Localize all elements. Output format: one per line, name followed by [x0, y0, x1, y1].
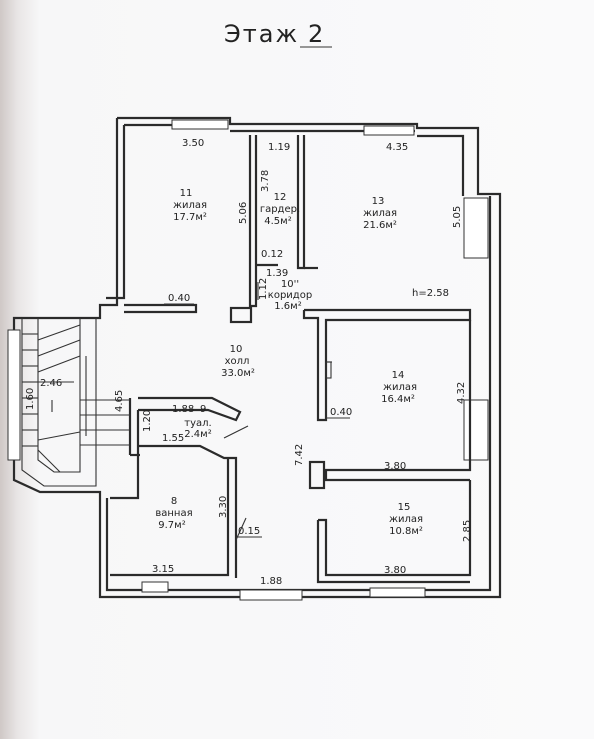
room-number: 14	[392, 370, 405, 381]
room-area: 10.8м²	[389, 526, 423, 537]
dim-label: 1.60	[25, 388, 36, 410]
room-area: 4.5м²	[264, 216, 291, 227]
dim-label: 2.85	[462, 520, 473, 542]
interior-walls	[110, 135, 472, 584]
dim-label: 3.30	[218, 496, 229, 518]
room-number: 10''	[281, 279, 299, 290]
dim-label: 0.15	[238, 526, 260, 537]
room-name: жилая	[383, 382, 417, 393]
dim-label: 3.15	[152, 564, 174, 575]
room-name: жилая	[363, 208, 397, 219]
room-area: 2.4м²	[184, 429, 211, 440]
dim-label: 1.20	[142, 410, 153, 432]
room-name: холл	[225, 356, 250, 367]
dim-label: 3.50	[182, 138, 204, 149]
room-number: 10	[230, 344, 243, 355]
room-area: 33.0м²	[221, 368, 255, 379]
dim-label: 4.32	[456, 382, 467, 404]
windows	[7, 119, 489, 601]
room-name: туал.	[184, 418, 211, 429]
room-area: 9.7м²	[158, 520, 185, 531]
dim-label: 1.19	[268, 142, 290, 153]
dim-label: 2.46	[40, 378, 62, 389]
dim-label: 3.80	[384, 461, 406, 472]
dim-label: h=2.58	[412, 288, 449, 299]
dim-label: 1.88	[260, 576, 282, 587]
room-10-corridor: 10'' коридор 1.6м²	[268, 279, 312, 312]
dim-label: 3.80	[384, 565, 406, 576]
dim-label: 1.88	[172, 404, 194, 415]
room-area: 17.7м²	[173, 212, 207, 223]
room-14: 14 жилая 16.4м²	[381, 370, 417, 405]
room-13: 13 жилая 21.6м²	[363, 196, 397, 231]
room-area: 16.4м²	[381, 394, 415, 405]
dim-label: 5.06	[238, 202, 249, 224]
room-number: 13	[372, 196, 385, 207]
dim-label: 1.12	[258, 278, 269, 300]
dimension-labels: 3.50 1.19 4.35 3.78 5.06 5.05 0.12 1.39 …	[25, 138, 473, 587]
room-12: 12 гардер. 4.5м²	[260, 192, 300, 227]
room-area: 21.6м²	[363, 220, 397, 231]
room-8: 8 ванная 9.7м²	[155, 496, 192, 531]
room-area: 1.6м²	[274, 301, 301, 312]
room-name: жилая	[173, 200, 207, 211]
dim-label: 5.05	[452, 206, 463, 228]
room-number: 11	[180, 188, 193, 199]
room-name: ванная	[155, 508, 192, 519]
room-name: коридор	[268, 290, 312, 301]
staircase	[21, 318, 130, 487]
dim-label: 4.35	[386, 142, 408, 153]
dim-label: 0.40	[330, 407, 352, 418]
dim-label: 0.40	[168, 293, 190, 304]
room-name: жилая	[389, 514, 423, 525]
dim-label: 4.65	[114, 390, 125, 412]
room-10-hall: 10 холл 33.0м²	[221, 344, 255, 379]
dim-label: 0.12	[261, 249, 283, 260]
room-15: 15 жилая 10.8м²	[389, 502, 423, 537]
room-name: гардер.	[260, 204, 300, 215]
room-11: 11 жилая 17.7м²	[173, 188, 207, 223]
room-number: 8	[171, 496, 177, 507]
room-number: 15	[398, 502, 411, 513]
floor-title-prefix: Этаж	[224, 20, 299, 48]
floor-title-number: 2	[308, 20, 325, 48]
room-number: 9	[200, 404, 206, 415]
dim-label: 7.42	[294, 444, 305, 466]
doors	[223, 282, 332, 541]
dim-label: 1.39	[266, 268, 288, 279]
dim-label: 1.55	[162, 433, 184, 444]
room-9: 9 туал. 2.4м²	[184, 404, 211, 440]
dim-label: 3.78	[260, 170, 271, 192]
room-number: 12	[274, 192, 287, 203]
